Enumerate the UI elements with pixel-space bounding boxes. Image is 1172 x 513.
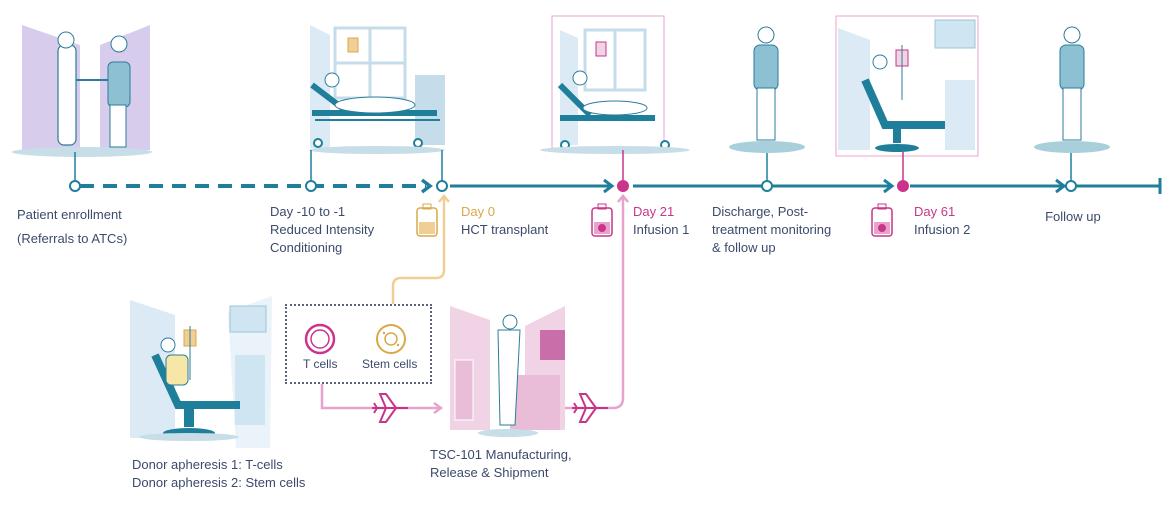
label-line: Reduced Intensity bbox=[270, 222, 375, 237]
scene-enrollment bbox=[12, 25, 152, 157]
label-line: (Referrals to ATCs) bbox=[17, 231, 128, 246]
label-line: Release & Shipment bbox=[430, 465, 549, 480]
milestone-label-infusion2: Day 61 Infusion 2 bbox=[914, 203, 970, 239]
arrow-icon bbox=[603, 178, 615, 194]
stem-cells-label: Stem cells bbox=[362, 357, 418, 371]
scene-followup bbox=[1034, 26, 1110, 153]
donor-apheresis-label: Donor apheresis 1: T-cells Donor apheres… bbox=[132, 456, 305, 492]
label-line: treatment monitoring bbox=[712, 222, 832, 237]
arrow-icon bbox=[1055, 178, 1067, 194]
t-cell-bag-icon bbox=[871, 203, 893, 237]
day-label: Day -10 to -1 bbox=[270, 204, 346, 219]
label-line: Follow up bbox=[1045, 209, 1101, 224]
day-label: Day 61 bbox=[914, 204, 956, 219]
label-line: & follow up bbox=[712, 240, 776, 255]
scene-infusion1 bbox=[540, 15, 690, 154]
milestone-label-discharge: Discharge, Post- treatment monitoring & … bbox=[712, 203, 831, 257]
milestone-dot-infusion bbox=[897, 180, 909, 192]
label-line: TSC-101 Manufacturing, bbox=[430, 447, 572, 462]
airplane-icon bbox=[572, 393, 608, 423]
label-line: Donor apheresis 1: T-cells bbox=[132, 457, 283, 472]
label-line: Infusion 1 bbox=[633, 222, 690, 237]
cells-box bbox=[285, 304, 432, 384]
airplane-icon bbox=[372, 393, 408, 423]
milestone-label-followup: Follow up bbox=[1045, 208, 1101, 226]
day-label: Day 0 bbox=[461, 204, 495, 219]
milestone-dot bbox=[305, 180, 317, 192]
arrow-icon bbox=[420, 178, 433, 194]
scene-infusion2 bbox=[835, 15, 979, 157]
label-line: Conditioning bbox=[270, 240, 343, 255]
milestone-dot bbox=[761, 180, 773, 192]
milestone-dot-infusion bbox=[617, 180, 629, 192]
label-line: Discharge, Post- bbox=[712, 204, 809, 219]
t-cells-label: T cells bbox=[303, 357, 338, 371]
arrow-icon bbox=[438, 194, 450, 203]
timeline bbox=[69, 178, 1162, 194]
scene-discharge bbox=[729, 26, 805, 153]
manufacturing-label: TSC-101 Manufacturing, Release & Shipmen… bbox=[430, 446, 572, 482]
milestone-dot bbox=[436, 180, 448, 192]
scene-donor-apheresis bbox=[130, 296, 272, 448]
milestone-label-enrollment: Patient enrollment (Referrals to ATCs) bbox=[17, 203, 127, 251]
arrow-icon bbox=[617, 194, 629, 203]
milestone-label-infusion1: Day 21 Infusion 1 bbox=[633, 203, 689, 239]
scene-manufacturing bbox=[450, 306, 565, 437]
arrow-icon bbox=[883, 178, 895, 194]
stem-cell-connector bbox=[391, 196, 446, 304]
label-line: HCT transplant bbox=[461, 222, 549, 237]
milestone-dot bbox=[1065, 180, 1077, 192]
scene-conditioning bbox=[309, 25, 445, 154]
milestone-dot bbox=[69, 180, 81, 192]
label-line: Patient enrollment bbox=[17, 207, 122, 222]
manufacturing-connector bbox=[560, 196, 625, 410]
iv-bag-icon bbox=[416, 203, 438, 237]
milestone-label-conditioning: Day -10 to -1 Reduced Intensity Conditio… bbox=[270, 203, 374, 257]
day-label: Day 21 bbox=[633, 204, 675, 219]
label-line: Donor apheresis 2: Stem cells bbox=[132, 475, 306, 490]
t-cell-bag-icon bbox=[591, 203, 613, 237]
milestone-label-transplant: Day 0 HCT transplant bbox=[461, 203, 548, 239]
arrow-icon bbox=[433, 401, 444, 415]
label-line: Infusion 2 bbox=[914, 222, 971, 237]
